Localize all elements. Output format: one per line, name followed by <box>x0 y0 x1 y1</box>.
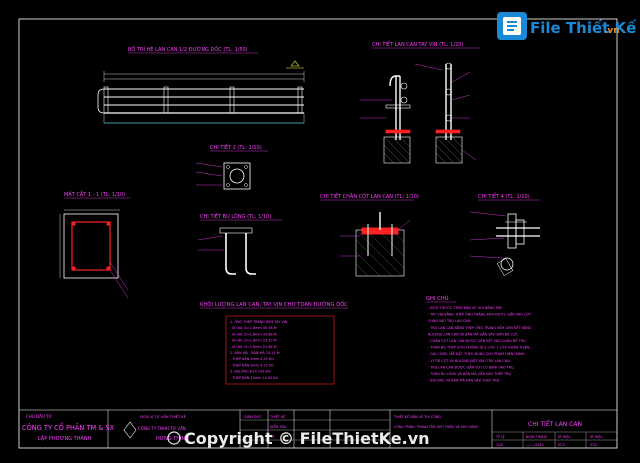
title-col-value: 1/10 <box>496 443 503 447</box>
bolt-detail: CHI TIẾT BU LÔNG (TL: 1/10) <box>197 212 282 275</box>
notes-title: GHI CHÚ: <box>426 295 450 302</box>
section-handrail: CHI TIẾT LAN CAN TAY VỊN (TL: 1/20) <box>360 40 480 164</box>
quantity-row: - Ø=60, D=1.8mm 45.58 M <box>230 325 277 330</box>
plan-railing: BỐ TRÍ HỆ LAN CAN 1/2 ĐƯỜNG DỐC (TL: 1/5… <box>97 45 305 124</box>
quantity-row: - THÉP BẢN 10mm 14.00 KG <box>230 375 278 380</box>
detail2-title: CHI TIẾT 2 (TL: 1/10) <box>210 143 262 151</box>
design-label: THIẾT KẾ <box>269 413 286 419</box>
title-col-header: KÝ HIỆU <box>558 434 571 439</box>
title-col-value: 07/2 <box>590 443 597 447</box>
check-label: KIỂM TRA <box>270 424 287 429</box>
bolt-title: CHI TIẾT BU LÔNG (TL: 1/10) <box>200 212 271 220</box>
project-name: CÔNG TRÌNH: TRUNG TÂM GIỚI THIỆU VÀ KHO … <box>394 424 479 429</box>
title-col-header: KÝ HIỆU <box>590 434 603 439</box>
director-label: GIÁM ĐỐC <box>244 414 262 419</box>
project-label: THIẾT KẾ BẢN VẼ THI CÔNG <box>393 413 441 419</box>
svg-text:1. ỐNG THÉP TRÁNG KẼM TAY VỊN-: 1. ỐNG THÉP TRÁNG KẼM TAY VỊN- Ø=60, D=1… <box>230 319 288 380</box>
quantity-row: - THÉP BẢN 6mm 4.25 KG <box>230 362 274 367</box>
owner-label: CHỦ ĐẦU TƯ <box>26 414 52 419</box>
brand-logo: File Thiết Kế .vn <box>497 12 637 40</box>
notes-block: GHI CHÚ: - KÍCH THƯỚC TRÊN BẢN VẼ GHI BẰ… <box>426 295 532 383</box>
drafter-label: VẼ <box>270 434 274 439</box>
quantity-row: - Ø=60, D=1.8mm 22.66 M <box>230 344 277 349</box>
quantity-row: - Ø=60, D=1.8mm 43.88 M <box>230 331 277 336</box>
drawing-title: CHI TIẾT LAN CAN <box>528 420 582 428</box>
detail-2: CHI TIẾT 2 (TL: 1/10) <box>195 143 268 190</box>
section-title: CHI TIẾT LAN CAN TAY VỊN (TL: 1/20) <box>372 40 463 48</box>
quantity-row: 3. BULÔNG Ø14 102 BỘ <box>230 369 271 374</box>
detail-4: CHI TIẾT 4 (TL: 1/10) <box>469 192 540 276</box>
note-line: - THÂN BU LÔNG VÀ BẢN MÃ GẮN VÀO THÉP TR… <box>428 371 512 376</box>
watermark-text: Copyright © FileThietKe.vn <box>184 429 430 448</box>
section11-title: MẶT CẮT 1 - 1 (TL: 1/10) <box>64 190 125 198</box>
title-col-value: —/ —/2014 <box>526 443 544 447</box>
title-col-header: TỶ LỆ <box>495 434 505 439</box>
note-line: - TRỤ LAN CAN ĐƯỢC GẮN VỚI CỐ ĐỊNH VÀO T… <box>428 364 515 369</box>
quantity-row: - Ø=60, D=1.8mm 23.20 M <box>230 338 277 343</box>
post-foot-title: CHI TIẾT CHÂN CỘT LAN CAN (TL: 1/10) <box>320 192 419 200</box>
quantity-row: 2. BẢN MÃ - BẢN MÃ 74.11 M <box>230 350 280 355</box>
note-line: - TRỤ LAN CAN BẰNG THÉP ỐNG TRÁNG KẼM LI… <box>428 324 532 330</box>
watermark: Copyright © FileThietKe.vn <box>167 429 430 448</box>
brand-name: File Thiết Kế <box>530 18 637 37</box>
note-line: CHÂN VÀO TRỤ LAN CAN. <box>428 318 471 323</box>
title-block: CHỦ ĐẦU TƯ CÔNG TY CỔ PHẦN TM & SX LẬP P… <box>19 409 617 448</box>
note-line: - CHÂN CỘT LAN CAN ĐƯỢC LIÊN KẾT VÀO CHÂ… <box>428 337 527 343</box>
note-line: - BULÔNG VÀ BẢN MÃ HÀN VÀO THÉP TRỤ. <box>428 378 500 383</box>
quantity-title: KHỐI LƯỢNG LAN CAN, TAY VỊN CHO TOÀN ĐƯỜ… <box>200 300 348 308</box>
note-line: - TOÀN BỘ THÉP SƠN CHỐNG GỈ 2 LỚP, 1 LỚP… <box>428 345 531 350</box>
quantity-row: - THÉP BẢN 4mm 4.25 KG <box>230 356 274 361</box>
note-line: - GIA CÔNG LẮP ĐẶT THEO ĐÚNG QUY PHẠM HI… <box>428 351 525 356</box>
quantity-table: KHỐI LƯỢNG LAN CAN, TAY VỊN CHO TOÀN ĐƯỜ… <box>200 300 348 385</box>
title-col-value: KT-5 <box>558 443 565 447</box>
company-name-2: LẬP PHƯƠNG THÀNH <box>38 435 92 442</box>
contractor-label: ĐƠN VỊ TƯ VẤN THIẾT KẾ <box>140 413 187 419</box>
brand-domain: .vn <box>604 26 620 36</box>
note-line: BULÔNG LAN CAN VÀ BẢN MÃ GẮN VÀO BẢN ĐẾ … <box>428 330 519 336</box>
note-line: - KÍCH THƯỚC TRÊN BẢN VẼ GHI BẰNG MM. <box>428 305 503 310</box>
plan-title: BỐ TRÍ HỆ LAN CAN 1/2 ĐƯỜNG DỐC (TL: 1/5… <box>128 45 248 53</box>
detail4-title: CHI TIẾT 4 (TL: 1/10) <box>478 192 530 200</box>
contractor-name: CÔNG TY TNHH TƯ VẤN <box>138 426 186 431</box>
sheet-frame <box>18 18 618 449</box>
title-col-header: NGÀY THÁNG <box>526 434 548 439</box>
post-foot-detail: CHI TIẾT CHÂN CỘT LAN CAN (TL: 1/10) <box>320 192 419 277</box>
company-name: CÔNG TY CỔ PHẦN TM & SX <box>22 422 115 432</box>
quantity-row: 1. ỐNG THÉP TRÁNG KẼM TAY VỊN <box>230 319 288 324</box>
note-line: - VỊ TRÍ CỘT VÀ BULÔNG ĐẶT VÀO TRỤ LAN C… <box>428 358 511 363</box>
section-1-1: MẶT CẮT 1 - 1 (TL: 1/10) <box>59 190 130 299</box>
note-line: - TAY VỊN BẰNG THÉP ỐNG TRÁNG KẼM ĐƯỢC G… <box>428 312 532 317</box>
contractor-name-2: HƯNG THỊNH <box>156 436 189 442</box>
